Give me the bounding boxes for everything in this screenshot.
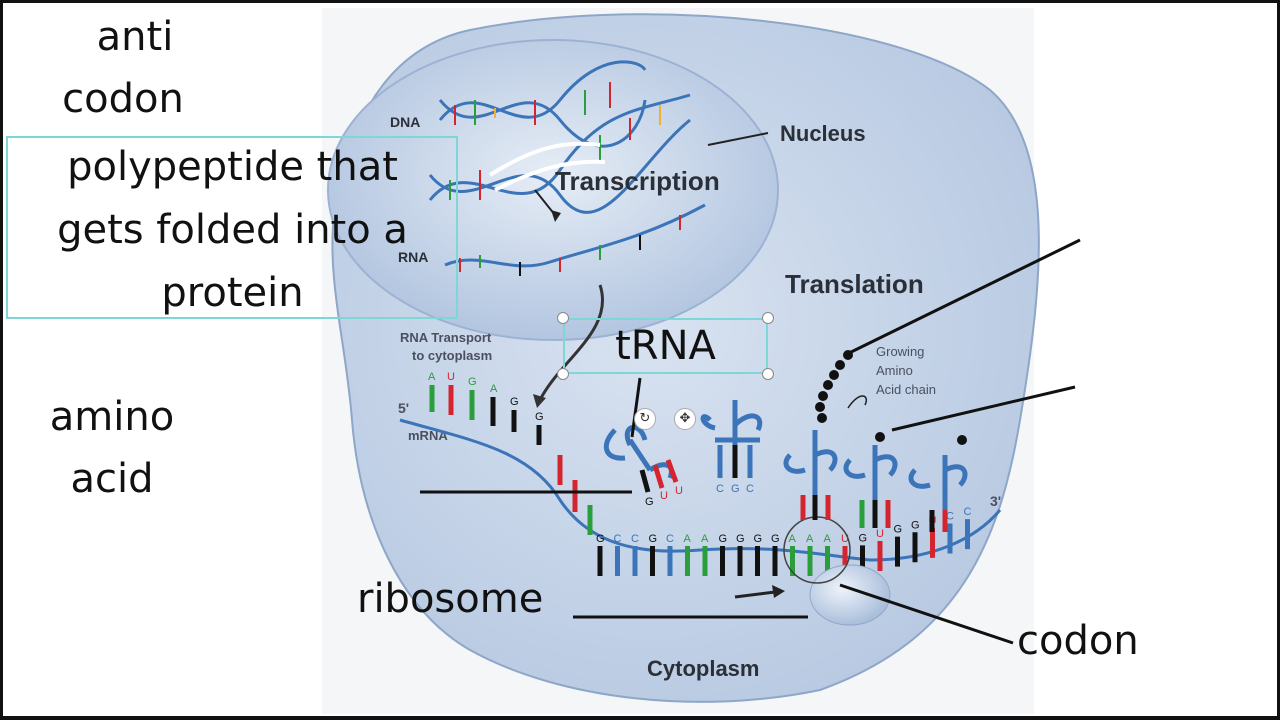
second-trna-anticodon-letters: C G C [716, 483, 754, 495]
cytoplasm-label: Cytoplasm [647, 656, 759, 681]
mrna-base-letter: A [806, 533, 814, 545]
mrna-base-letter: G [859, 532, 868, 544]
nucleus-label: Nucleus [780, 121, 866, 146]
resize-handle-top-left[interactable] [557, 312, 569, 324]
rotate-icon[interactable]: ↻ [634, 408, 656, 430]
mrna-base-letter: G [596, 533, 605, 545]
anti-label[interactable]: anti [96, 14, 174, 60]
mrna-base-letter: G [719, 533, 728, 545]
mrna-base-letter: A [789, 533, 797, 545]
five-prime-label: 5' [398, 400, 409, 416]
trna-molecules [603, 400, 968, 510]
polypeptide-textbox-selection[interactable] [6, 136, 458, 319]
trna-anticodon-bars [639, 445, 948, 532]
resize-handle-bottom-right[interactable] [762, 368, 774, 380]
mrna-base-letter: G [649, 533, 658, 545]
anticodon-letter: C [716, 483, 724, 495]
three-prime-label: 3' [990, 493, 1001, 509]
rna-transport-label-1: RNA Transport [400, 330, 492, 345]
mrna-base-letter: U [876, 528, 884, 540]
anticodon-letter: C [746, 483, 754, 495]
anticodon-letter: G [731, 483, 740, 495]
move-icon[interactable]: ✥ [674, 408, 696, 430]
mrna-left-bases: A U G A G G [428, 371, 544, 423]
polypeptide-label[interactable]: polypeptide that gets folded into a prot… [57, 144, 408, 316]
ribosome [809, 564, 891, 626]
mrna-base-letter: C [614, 533, 622, 545]
codon-label-top[interactable]: codon [62, 76, 184, 122]
screen-border-right [1277, 0, 1280, 720]
mrna-base-letter: C [631, 533, 639, 545]
growing-chain-label-3: Acid chain [876, 382, 936, 397]
mrna-base-letter: A [684, 533, 692, 545]
mrna-base-letter: G [894, 524, 903, 536]
resize-handle-top-right[interactable] [762, 312, 774, 324]
screen-border-bottom [0, 716, 1280, 720]
svg-text:A: A [490, 383, 498, 395]
codon-label-bottom[interactable]: codon [1017, 618, 1139, 664]
mrna-bases: GCCGCAAGGGGAAAUGUGGUCC [596, 506, 972, 576]
trna-textbox-selection[interactable] [563, 318, 768, 374]
mrna-base-letter: G [911, 519, 920, 531]
svg-text:G: G [468, 376, 477, 388]
screen-border-left [0, 0, 3, 720]
mrna-base-letter: G [771, 533, 780, 545]
svg-text:G: G [510, 396, 519, 408]
trna-label[interactable]: tRNA [615, 323, 716, 369]
anticodon-letter: G [645, 496, 654, 508]
anticodon-letter: U [660, 490, 668, 502]
dna-helix [428, 60, 691, 214]
mrna-base-letter: G [754, 533, 763, 545]
rna-label: RNA [398, 249, 428, 265]
nucleus [327, 39, 779, 341]
svg-text:A: A [428, 371, 436, 383]
resize-handle-bottom-left[interactable] [557, 368, 569, 380]
ribosome-label[interactable]: ribosome [357, 576, 544, 622]
svg-text:G: G [535, 411, 544, 423]
mrna-base-letter: A [701, 533, 709, 545]
amino-label[interactable]: amino [49, 394, 175, 440]
growing-chain-label-2: Amino [876, 363, 913, 378]
anticodon-letter: U [675, 485, 683, 497]
annotation-lines [420, 238, 1081, 645]
growing-chain-label-1: Growing [876, 344, 924, 359]
rna-strand [444, 203, 706, 268]
first-trna-anticodon-letters: G U U [645, 485, 683, 508]
rna-transport-label-2: to cytoplasm [412, 348, 492, 363]
dna-label: DNA [390, 114, 420, 130]
mrna-base-letter: C [666, 533, 674, 545]
mrna-base-letter: G [736, 533, 745, 545]
translation-label: Translation [785, 269, 924, 299]
mrna-base-letter: C [946, 511, 954, 523]
acid-label[interactable]: acid [70, 456, 154, 502]
mrna-base-letter: A [824, 533, 832, 545]
transcription-label: Transcription [555, 166, 720, 196]
mrna-base-letter: C [964, 506, 972, 518]
mrna-base-letter: U [841, 533, 849, 545]
svg-text:U: U [447, 371, 455, 383]
mrna-left-bars [429, 385, 593, 535]
screen-border-top [0, 0, 1280, 3]
